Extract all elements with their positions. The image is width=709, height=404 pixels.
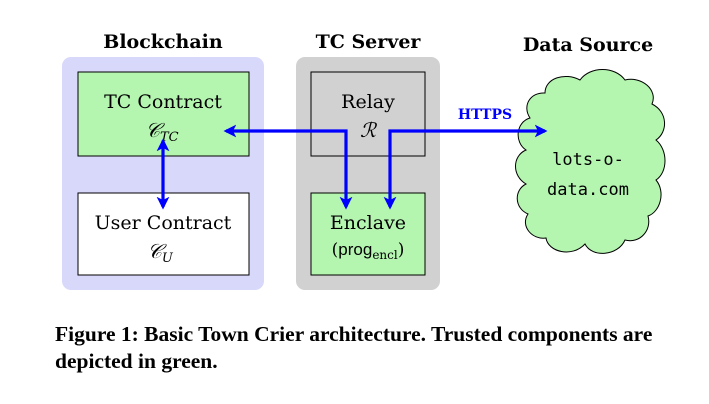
user-contract-label: User Contract — [95, 212, 232, 234]
relay-box — [310, 71, 426, 157]
tc-contract-enclave-arrow — [223, 124, 353, 210]
https-edge-label: HTTPS — [458, 107, 512, 123]
enclave-box — [310, 192, 426, 276]
connector-arrows — [156, 124, 548, 210]
figure-caption: Figure 1: Basic Town Crier architecture.… — [55, 322, 653, 373]
enclave-prog: (progencl) — [332, 240, 405, 262]
enclave-prog-close-paren: ) — [398, 240, 405, 260]
tc-server-group-title: TC Server — [316, 31, 422, 53]
user-contract-symbol-sub: U — [162, 251, 174, 266]
enclave-https-data-source-arrow — [383, 124, 548, 210]
relay-label: Relay — [341, 91, 395, 113]
cloud-line-2: data.com — [547, 180, 629, 200]
enclave-label: Enclave — [330, 212, 406, 234]
enclave-prog-name: prog — [338, 240, 372, 259]
blockchain-group-title: Blockchain — [103, 31, 223, 53]
enclave-prog-open-paren: ( — [332, 240, 339, 260]
relay-symbol: ℛ — [360, 118, 378, 142]
enclave-prog-subscript: encl — [372, 248, 398, 262]
data-source-group-title: Data Source — [523, 34, 653, 56]
tc-contract-label: TC Contract — [104, 91, 222, 113]
cloud-line-1: lots-o- — [552, 150, 624, 170]
